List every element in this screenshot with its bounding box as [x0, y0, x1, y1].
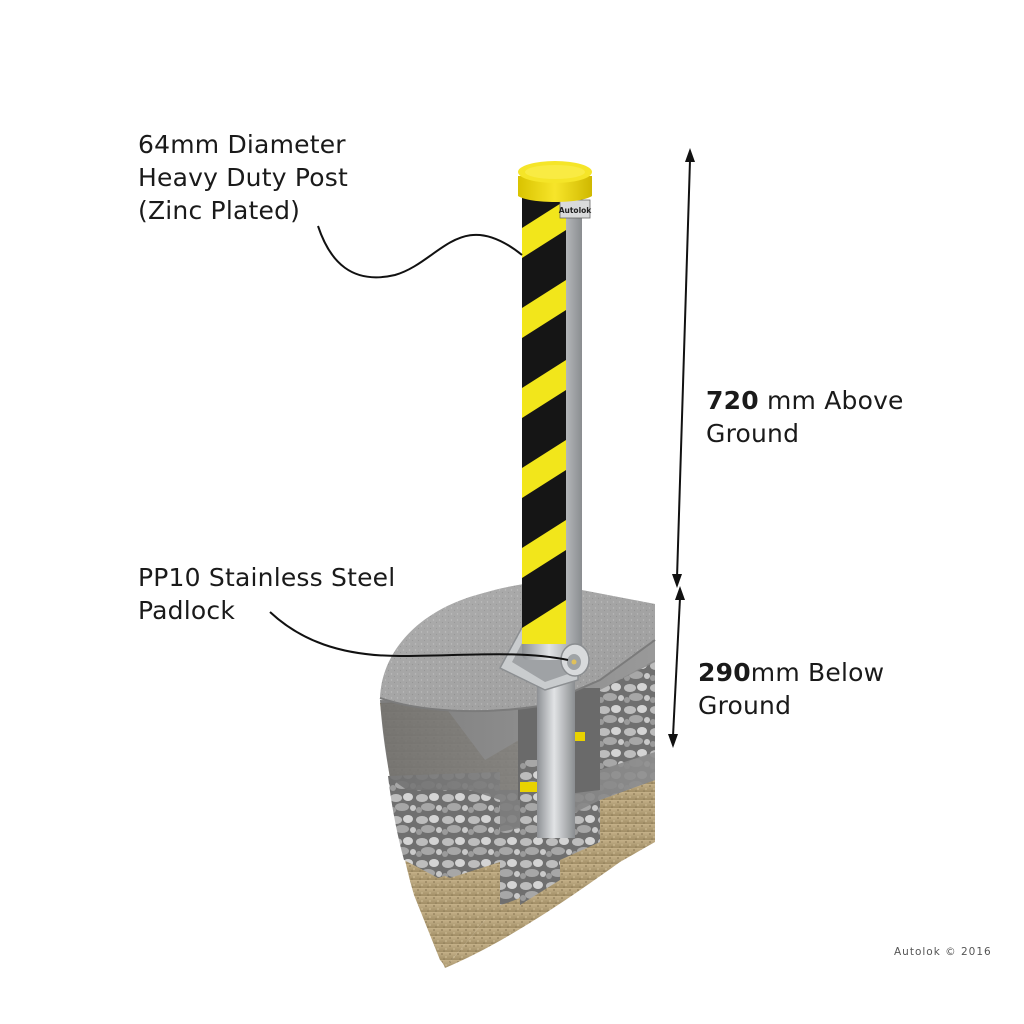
above-ground-label: 720 mm Above Ground [706, 384, 904, 450]
pin-marker [520, 782, 537, 792]
below-ground-label: 290mm Below Ground [698, 656, 884, 722]
brand-plate: Autolok [559, 206, 593, 215]
above-ground-unit: mm Above [758, 386, 904, 415]
post-callout-line-3: (Zinc Plated) [138, 196, 301, 225]
padlock [560, 643, 590, 677]
below-ground-line-2: Ground [698, 691, 792, 720]
hazard-stripes [522, 190, 566, 644]
copyright-notice: Autolok © 2016 [894, 946, 992, 958]
padlock-callout-line-2: Padlock [138, 596, 236, 625]
above-ground-line-2: Ground [706, 419, 800, 448]
padlock-leader-line [269, 611, 569, 661]
post-callout-line-2: Heavy Duty Post [138, 163, 348, 192]
dimension-above [672, 148, 695, 588]
above-ground-value: 720 [706, 386, 759, 415]
padlock-callout-line-1: PP10 Stainless Steel [138, 563, 396, 592]
post-leader-line [317, 225, 523, 279]
below-ground-unit: mm Below [750, 658, 885, 687]
post-callout-line-1: 64mm Diameter [138, 130, 346, 159]
dimension-below [668, 586, 685, 748]
padlock-callout: PP10 Stainless Steel Padlock [138, 561, 395, 627]
below-ground-value: 290 [698, 658, 751, 687]
post: Autolok [518, 161, 592, 660]
post-callout: 64mm Diameter Heavy Duty Post (Zinc Plat… [138, 128, 348, 227]
